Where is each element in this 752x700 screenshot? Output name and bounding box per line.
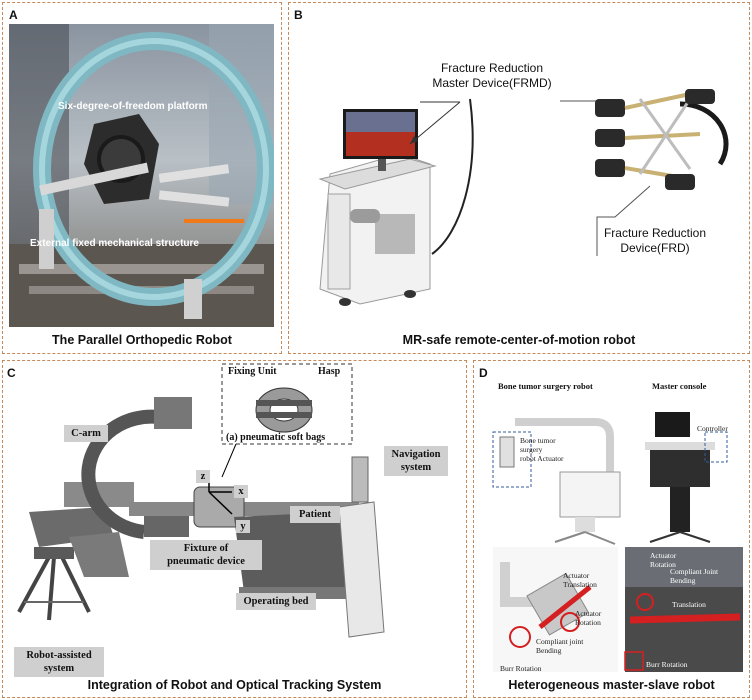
fixture-label: Fixture of pneumatic device <box>150 540 262 570</box>
compliant-label: Compliant joint Bending <box>536 637 583 655</box>
robot-system-label: Robot-assisted system <box>14 647 104 677</box>
navigation-label-line2: system <box>400 462 432 473</box>
inset-compliant-line1: Compliant Joint <box>670 567 719 576</box>
actuator-label-line1: Bone tumor <box>520 436 556 445</box>
panel-b <box>288 2 750 354</box>
inset-compliant-label: Compliant Joint Bending <box>670 567 718 585</box>
platform-label: Six-degree-of-freedom platform <box>58 101 208 112</box>
actuator-label: Bone tumor surgery robot Actuator <box>520 436 564 463</box>
panel-c-caption: Integration of Robot and Optical Trackin… <box>87 678 382 692</box>
panel-c-figure <box>17 363 385 638</box>
robot-system-label-line2: system <box>43 663 75 674</box>
act-translation-line1: Actuator <box>563 571 590 580</box>
panel-d <box>473 360 750 698</box>
fixture-label-line1: Fixture of <box>183 543 229 554</box>
panel-a-letter: A <box>9 8 18 22</box>
panel-b-letter: B <box>294 8 303 22</box>
c-arm-label: C-arm <box>64 425 108 442</box>
inset-compliant-line2: Bending <box>670 576 696 585</box>
frd-label-line2: Device(FRD) <box>620 241 690 255</box>
inset-actuator-line1: Actuator <box>650 551 677 560</box>
act-rotation-label: Actuator Rotation <box>575 609 601 627</box>
structure-label: External fixed mechanical structure <box>30 238 199 249</box>
fixing-unit-label: Fixing Unit <box>228 366 277 377</box>
navigation-label: Navigation system <box>384 446 448 476</box>
act-translation-label: Actuator Translation <box>563 571 597 589</box>
axis-y-label: y <box>236 520 250 533</box>
panel-b-caption: MR-safe remote-center-of-motion robot <box>402 333 636 347</box>
panel-c-letter: C <box>7 366 16 380</box>
actuator-label-line3: robot Actuator <box>520 454 564 463</box>
frmd-label-line1: Fracture Reduction <box>440 61 544 75</box>
patient-label: Patient <box>290 506 340 523</box>
inset-burr-label: Burr Rotation <box>646 660 688 669</box>
inset-actuator-label: Actuator Rotation <box>650 551 676 569</box>
axis-x-label: x <box>234 485 248 498</box>
actuator-label-line2: surgery <box>520 445 543 454</box>
frd-label-line1: Fracture Reduction <box>603 226 707 240</box>
frmd-label: Fracture Reduction Master Device(FRMD) <box>432 61 552 91</box>
frmd-label-line2: Master Device(FRMD) <box>432 76 552 90</box>
robot-system-label-line1: Robot-assisted <box>26 650 92 661</box>
operating-bed-label: Operating bed <box>236 593 316 610</box>
inset-translation-label: Translation <box>672 600 706 609</box>
burr-rotation-label: Burr Rotation <box>500 664 542 673</box>
panel-a-caption: The Parallel Orthopedic Robot <box>52 333 232 347</box>
act-rotation-line1: Actuator <box>575 609 602 618</box>
panel-d-caption: Heterogeneous master-slave robot <box>508 678 715 692</box>
controller-label: Controller <box>697 424 728 433</box>
compliant-line1: Compliant joint <box>536 637 584 646</box>
bone-robot-title: Bone tumor surgery robot <box>498 381 593 391</box>
act-translation-line2: Translation <box>563 580 597 589</box>
panel-a-photo <box>9 24 274 327</box>
frd-label: Fracture Reduction Device(FRD) <box>580 226 730 256</box>
panel-a <box>2 2 282 354</box>
navigation-label-line1: Navigation <box>391 449 441 460</box>
panel-d-letter: D <box>479 366 488 380</box>
act-rotation-line2: Rotation <box>575 618 601 627</box>
panel-c <box>2 360 467 698</box>
panel-d-figure <box>492 412 743 672</box>
axis-z-label: z <box>196 470 210 483</box>
soft-bags-label: (a) pneumatic soft bags <box>226 432 326 443</box>
compliant-line2: Bending <box>536 646 562 655</box>
hasp-label: Hasp <box>318 366 341 377</box>
fixture-label-line2: pneumatic device <box>167 556 245 567</box>
inset-actuator-line2: Rotation <box>650 560 676 569</box>
panel-b-figure <box>318 89 729 306</box>
master-console-title: Master console <box>652 381 707 391</box>
